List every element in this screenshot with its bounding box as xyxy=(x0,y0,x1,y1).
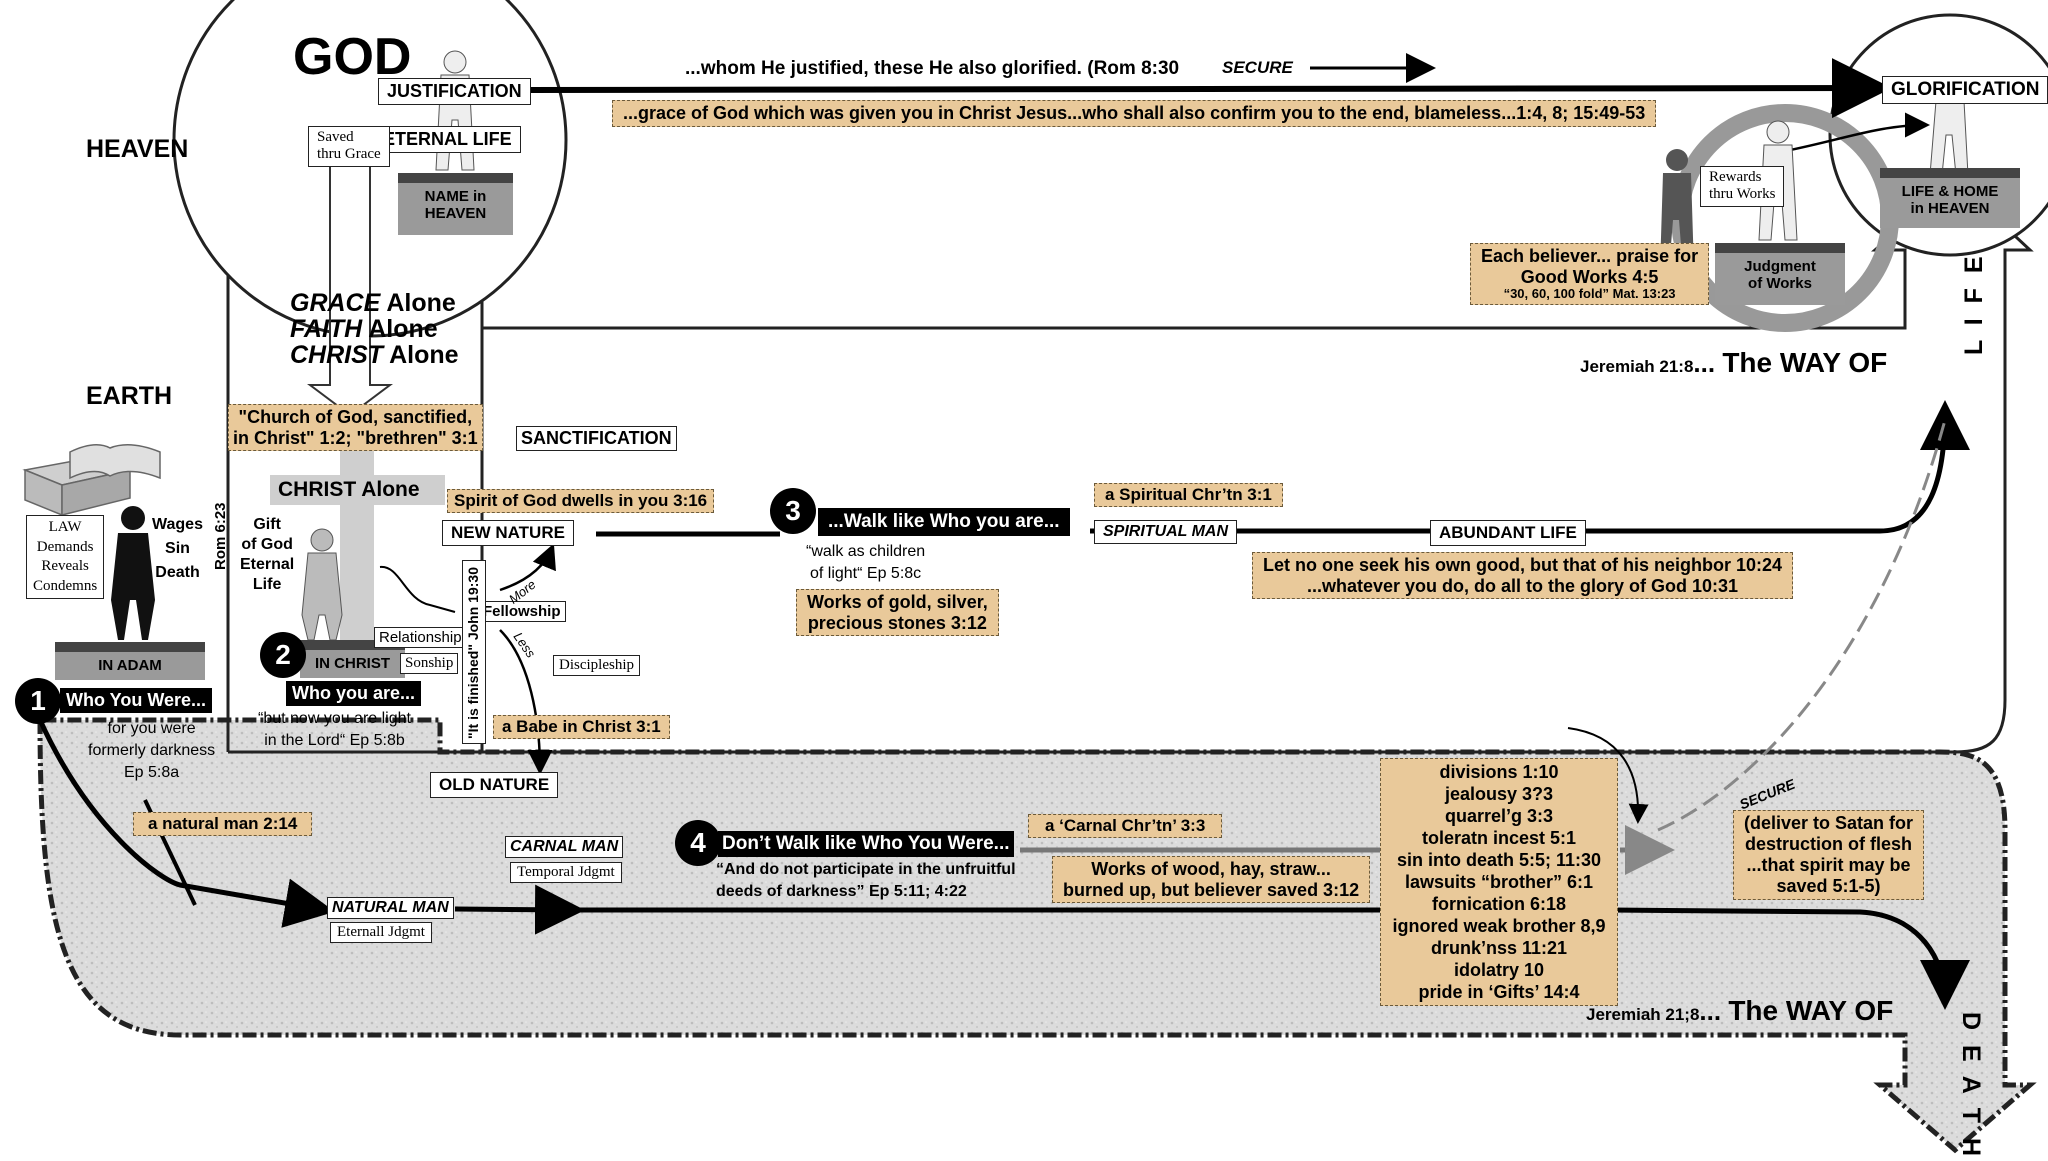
eternal-life-box: ETERNAL LIFE xyxy=(374,126,521,153)
grace-quote: ...grace of God which was given you in C… xyxy=(612,100,1657,127)
cross-vertical xyxy=(340,430,374,645)
glorification-box: GLORIFICATION xyxy=(1882,76,2048,104)
fellowship-box: Fellowship xyxy=(478,601,566,623)
sanctification-box: SANCTIFICATION xyxy=(516,426,677,451)
spiritual-man-box: SPIRITUAL MAN xyxy=(1094,520,1238,545)
way-of-life-caption: Jeremiah 21:8... The WAY OF xyxy=(1580,347,1888,378)
figure-christ xyxy=(301,528,343,641)
life-home-pedestal: LIFE & HOME in HEAVEN xyxy=(1880,168,2020,228)
in-adam-pedestal: IN ADAM xyxy=(55,642,205,680)
earth-label: EARTH xyxy=(86,382,173,410)
step-2-title: Who you are... xyxy=(286,681,422,706)
spirit-dwells-note: Spirit of God dwells in you 3:16 xyxy=(447,489,715,513)
natural-man-214-note: a natural man 2:14 xyxy=(133,812,313,836)
babe-in-christ-note: a Babe in Christ 3:1 xyxy=(493,715,670,739)
carnal-man-box: CARNAL MAN xyxy=(505,836,624,859)
temporal-jdgmt-box: Temporal Jdgmt xyxy=(510,862,622,884)
step-3-title: ...Walk like Who you are... xyxy=(818,508,1070,536)
eternal-jdgmt-box: Eternall Jdgmt xyxy=(330,922,432,944)
it-is-finished-box: "It is finished" John 19:30 xyxy=(462,560,486,744)
old-nature-box: OLD NATURE xyxy=(430,772,559,798)
works-wood-note: Works of wood, hay, straw...burned up, b… xyxy=(1052,856,1371,904)
christ-alone-label: CHRIST Alone xyxy=(272,478,426,503)
alone-lines: GRACE Alone FAITH Alone CHRIST Alone xyxy=(290,289,459,369)
way-of-death-caption: Jeremiah 21;8... The WAY OF xyxy=(1586,995,1894,1026)
justification-box: JUSTIFICATION xyxy=(378,78,531,105)
church-of-god-note: "Church of God, sanctified,in Christ" 1:… xyxy=(228,404,483,452)
step-2-number: 2 xyxy=(260,632,306,678)
works-gold-note: Works of gold, silver,precious stones 3:… xyxy=(796,589,999,637)
secure-top: SECURE xyxy=(1222,58,1293,77)
sonship-box: Sonship xyxy=(400,653,459,675)
spiritual-chrtn-note: a Spiritual Chr’tn 3:1 xyxy=(1094,483,1283,507)
way-of-life-word: L I F E xyxy=(1960,252,1988,355)
step-1-number: 1 xyxy=(15,678,61,724)
step-4-number: 4 xyxy=(675,820,721,866)
step-4-text: “And do not participate in the unfruitfu… xyxy=(716,861,1016,900)
new-nature-box: NEW NATURE xyxy=(442,520,574,546)
god-title: GOD xyxy=(293,28,412,86)
rom-623-label: Rom 6:23 xyxy=(212,502,229,570)
let-no-one-note: Let no one seek his own good, but that o… xyxy=(1252,552,1794,600)
step-4-title: Don’t Walk like Who You Were... xyxy=(718,831,1014,857)
law-tablets xyxy=(22,444,161,517)
abundant-life-box: ABUNDANT LIFE xyxy=(1430,520,1586,546)
figure-adam xyxy=(111,506,155,640)
name-in-heaven-pedestal: NAME in HEAVEN xyxy=(398,173,513,235)
step-3-number: 3 xyxy=(770,488,816,534)
step-1-title: Who You Were... xyxy=(60,688,213,713)
heaven-label: HEAVEN xyxy=(86,135,189,163)
relationship-box: Relationship xyxy=(374,627,467,649)
top-quote: ...whom He justified, these He also glor… xyxy=(685,58,1180,79)
grace-down-arrow xyxy=(307,154,393,417)
discipleship-box: Discipleship xyxy=(553,655,640,677)
way-of-death-word: D E A T H xyxy=(1957,1012,1985,1161)
carnal-chrtn-note: a ‘Carnal Chr’tn’ 3:3 xyxy=(1028,814,1223,838)
judgment-of-works-pedestal: Judgment of Works xyxy=(1715,243,1845,305)
natural-man-box: NATURAL MAN xyxy=(327,897,454,920)
